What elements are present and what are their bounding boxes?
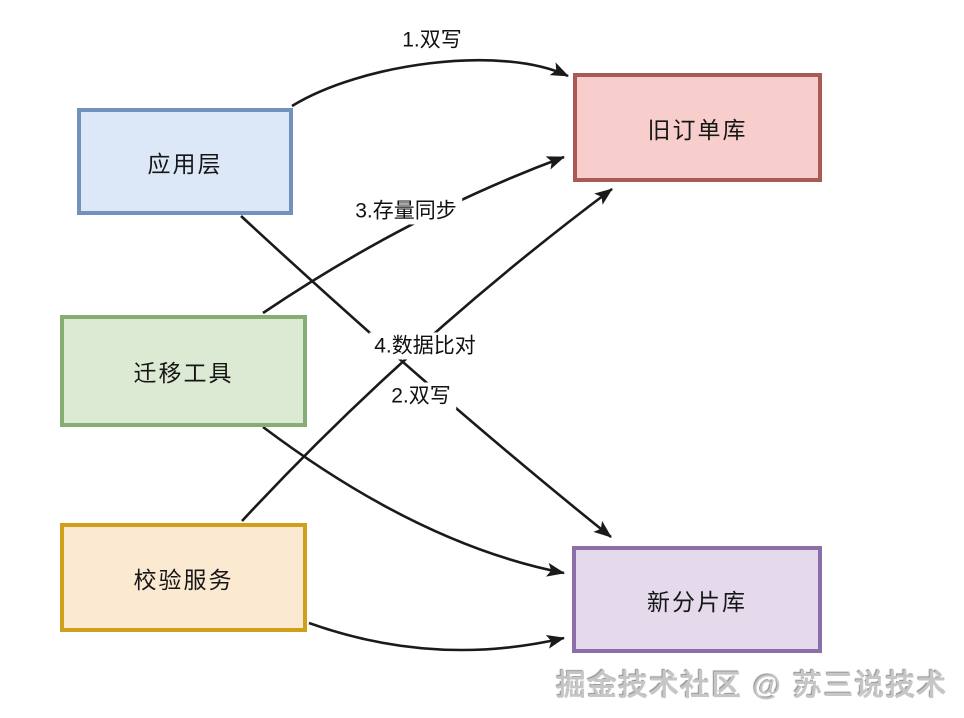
- arrow-tool-to-new: [262, 425, 565, 577]
- arrow-tool-to-old: [262, 155, 565, 315]
- edge-label: 4.数据比对: [369, 332, 481, 360]
- node-app-layer: 应用层: [77, 108, 293, 215]
- edge-label: 3.存量同步: [350, 197, 462, 225]
- node-migration-tool: 迁移工具: [60, 315, 307, 427]
- edge-label: 2.双写: [386, 382, 456, 410]
- watermark: 掘金技术社区 @ 苏三说技术: [556, 670, 948, 702]
- node-new-shard-db: 新分片库: [572, 546, 822, 653]
- node-old-order-db: 旧订单库: [573, 73, 822, 182]
- arrow-app-to-old: [291, 58, 569, 108]
- edge-label: 1.双写: [397, 26, 467, 54]
- arrow-check-to-new: [308, 621, 565, 652]
- node-validation-service: 校验服务: [60, 523, 307, 632]
